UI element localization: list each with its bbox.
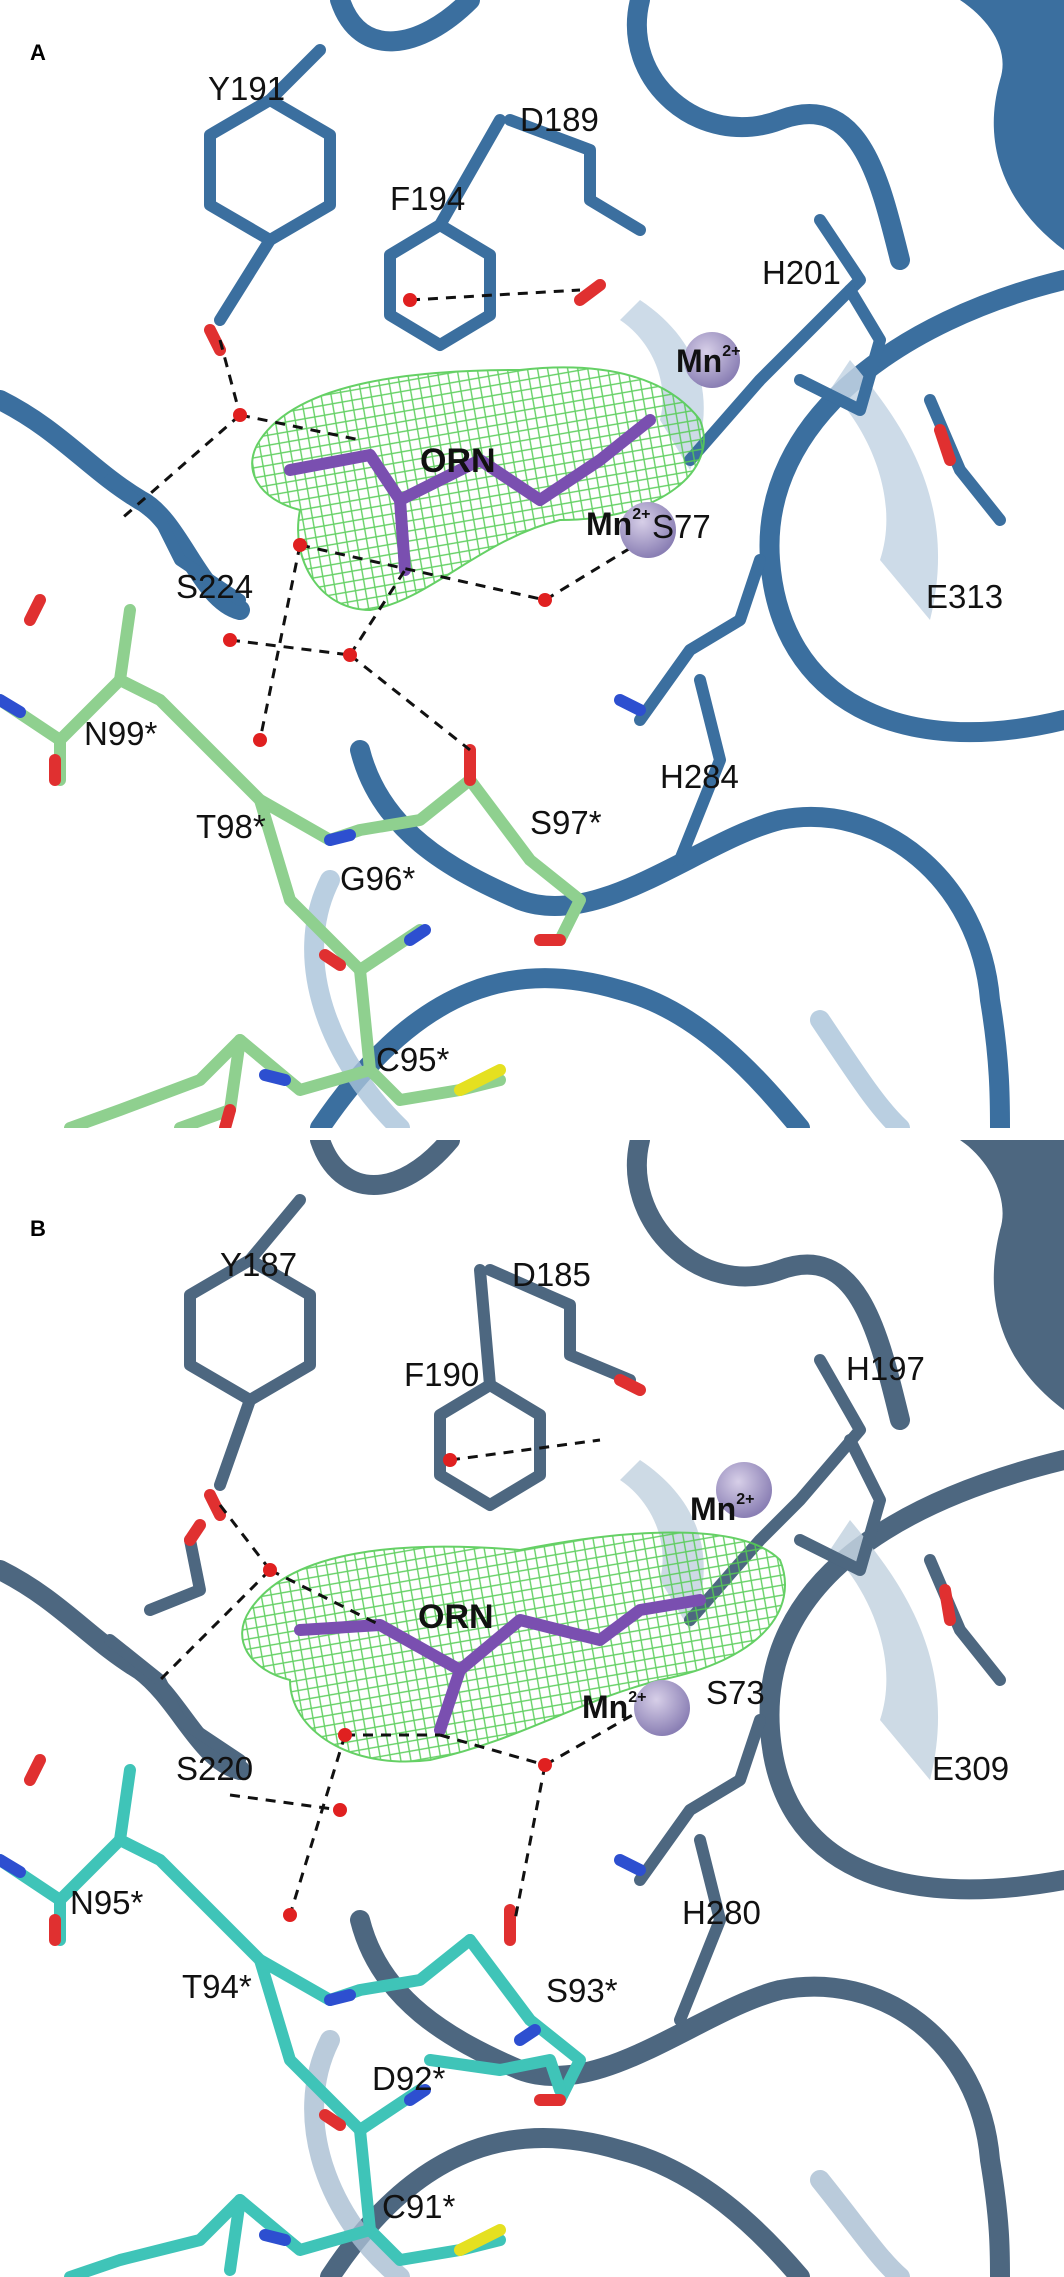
backbone-ribbon-a — [0, 0, 1064, 1128]
panel-letter: B — [30, 1216, 46, 1241]
residue-label: N95* — [70, 1884, 144, 1921]
residue-label: G96* — [340, 860, 416, 897]
residue-label: C91* — [382, 2188, 456, 2225]
residue-label: E309 — [932, 1750, 1010, 1787]
ligand-a — [284, 414, 656, 576]
residue-label: T98* — [196, 808, 266, 845]
residue-label: D92* — [372, 2060, 446, 2097]
residue-label: H280 — [682, 1894, 761, 1931]
mn-sphere-2-b — [634, 1680, 690, 1736]
residue-label: Y187 — [220, 1246, 298, 1283]
panel-letter: A — [30, 40, 46, 65]
ligand-label: ORN — [418, 1598, 494, 1636]
metal-label: Mn2+ — [690, 1491, 755, 1527]
helix-a — [960, 0, 1064, 250]
residue-label: S93* — [546, 1972, 618, 2009]
ligand-label: ORN — [420, 442, 496, 480]
residue-label: H284 — [660, 758, 739, 795]
residue-label: S97* — [530, 804, 602, 841]
mn-sphere-1-b — [716, 1462, 772, 1518]
density-mesh-b — [241, 1531, 786, 1763]
residue-label: E313 — [926, 578, 1004, 615]
residue-label: N99* — [84, 715, 158, 752]
metal-label: Mn2+ — [676, 343, 741, 379]
mn-sphere-2-a — [620, 502, 676, 558]
mn-sphere-1-a — [684, 332, 740, 388]
residue-label: F190 — [404, 1356, 480, 1393]
residue-label: S77 — [652, 508, 711, 545]
residue-label: S224 — [176, 568, 254, 605]
panel-a: A Y191 D189 F194 H201 S77 E313 S224 N99*… — [0, 0, 1064, 1128]
structure-a — [0, 0, 1064, 1128]
backbone-ribbon-b — [0, 1140, 1064, 2277]
residue-label: D189 — [520, 101, 599, 138]
metal-label: Mn2+ — [582, 1689, 647, 1725]
ligand-b — [294, 1594, 706, 1736]
residue-label: T94* — [182, 1968, 252, 2005]
panel-b: B Y187 D185 F190 H197 S73 E309 S220 N95*… — [0, 1140, 1064, 2277]
structure-b — [0, 1140, 1064, 2277]
residue-label: H197 — [846, 1350, 925, 1387]
residue-label: S73 — [706, 1674, 765, 1711]
residue-label: D185 — [512, 1256, 591, 1293]
density-mesh-a — [251, 366, 705, 612]
residue-label: F194 — [390, 180, 466, 217]
residue-label: Y191 — [208, 70, 286, 107]
residue-label: S220 — [176, 1750, 254, 1787]
metal-label: Mn2+ — [586, 506, 651, 542]
residue-label: C95* — [376, 1041, 450, 1078]
residue-label: H201 — [762, 254, 841, 291]
